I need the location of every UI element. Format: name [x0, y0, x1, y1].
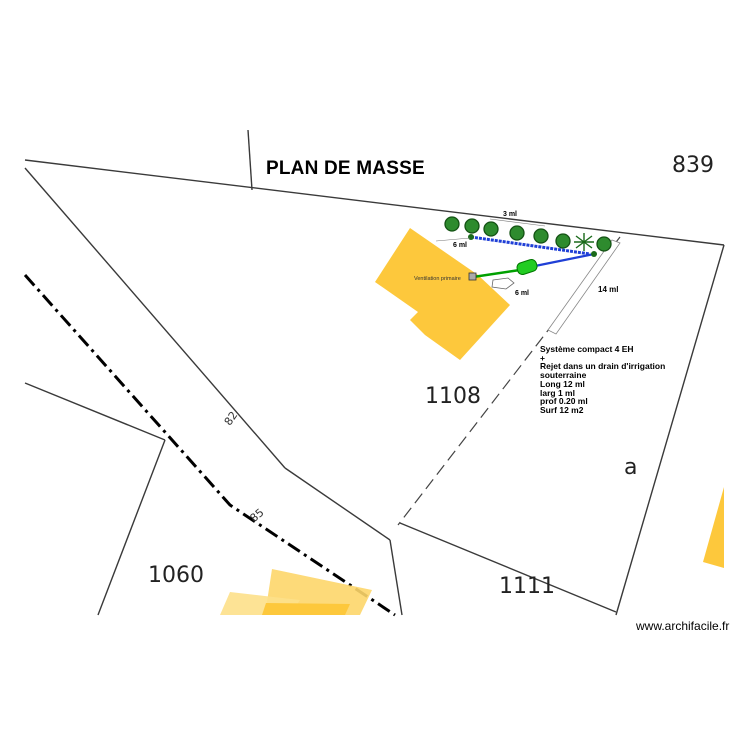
dim-line-3	[489, 218, 546, 227]
septic-tank	[516, 259, 538, 275]
note-line: larg 1 ml	[540, 387, 575, 398]
note-line: Surf 12 m2	[540, 404, 584, 415]
node	[591, 251, 597, 257]
note-line: Système compact 4 EH	[540, 344, 634, 354]
note-line: prof 0.20 ml	[540, 396, 588, 407]
hazard-zone-3	[262, 603, 350, 615]
septic-outline	[547, 239, 621, 335]
blue-pipe	[534, 252, 595, 268]
watermark: www.archifacile.fr	[636, 619, 730, 633]
measure-3ml: 3 ml	[503, 211, 518, 218]
parcel-839: 839	[672, 153, 714, 178]
parcel-1060: 1060	[148, 563, 204, 588]
note-line: souterraine	[540, 370, 587, 381]
plan-title: PLAN DE MASSE	[266, 158, 425, 179]
ventilation-label: Ventilation primaire	[414, 276, 461, 282]
dash-dot-line	[23, 274, 396, 617]
parcel-boundaries	[24, 129, 725, 616]
green-pipe	[472, 268, 521, 279]
trees	[444, 216, 612, 252]
note-line: +	[540, 352, 545, 363]
note-line: Long 12 ml	[540, 378, 585, 389]
parcel-a: a	[624, 455, 638, 480]
palm-tree-icon	[574, 233, 594, 251]
node	[468, 234, 474, 240]
measure-14ml: 14 ml	[598, 285, 619, 294]
parcel-1108: 1108	[425, 384, 481, 409]
measure-6ml-top: 6 ml	[453, 242, 468, 249]
measure-6ml-bottom: 6 ml	[515, 290, 530, 297]
vent-box	[468, 272, 477, 281]
system-notes: Système compact 4 EH + Rejet dans un dra…	[540, 345, 665, 415]
parcel-1111: 1111	[499, 574, 555, 599]
note-line: Rejet dans un drain d'irrigation	[540, 361, 666, 372]
hazard-zone-right	[703, 487, 724, 568]
house	[375, 228, 510, 360]
dim-line-6	[435, 237, 471, 242]
drain-line	[470, 235, 591, 256]
arrow-shape	[491, 277, 515, 290]
